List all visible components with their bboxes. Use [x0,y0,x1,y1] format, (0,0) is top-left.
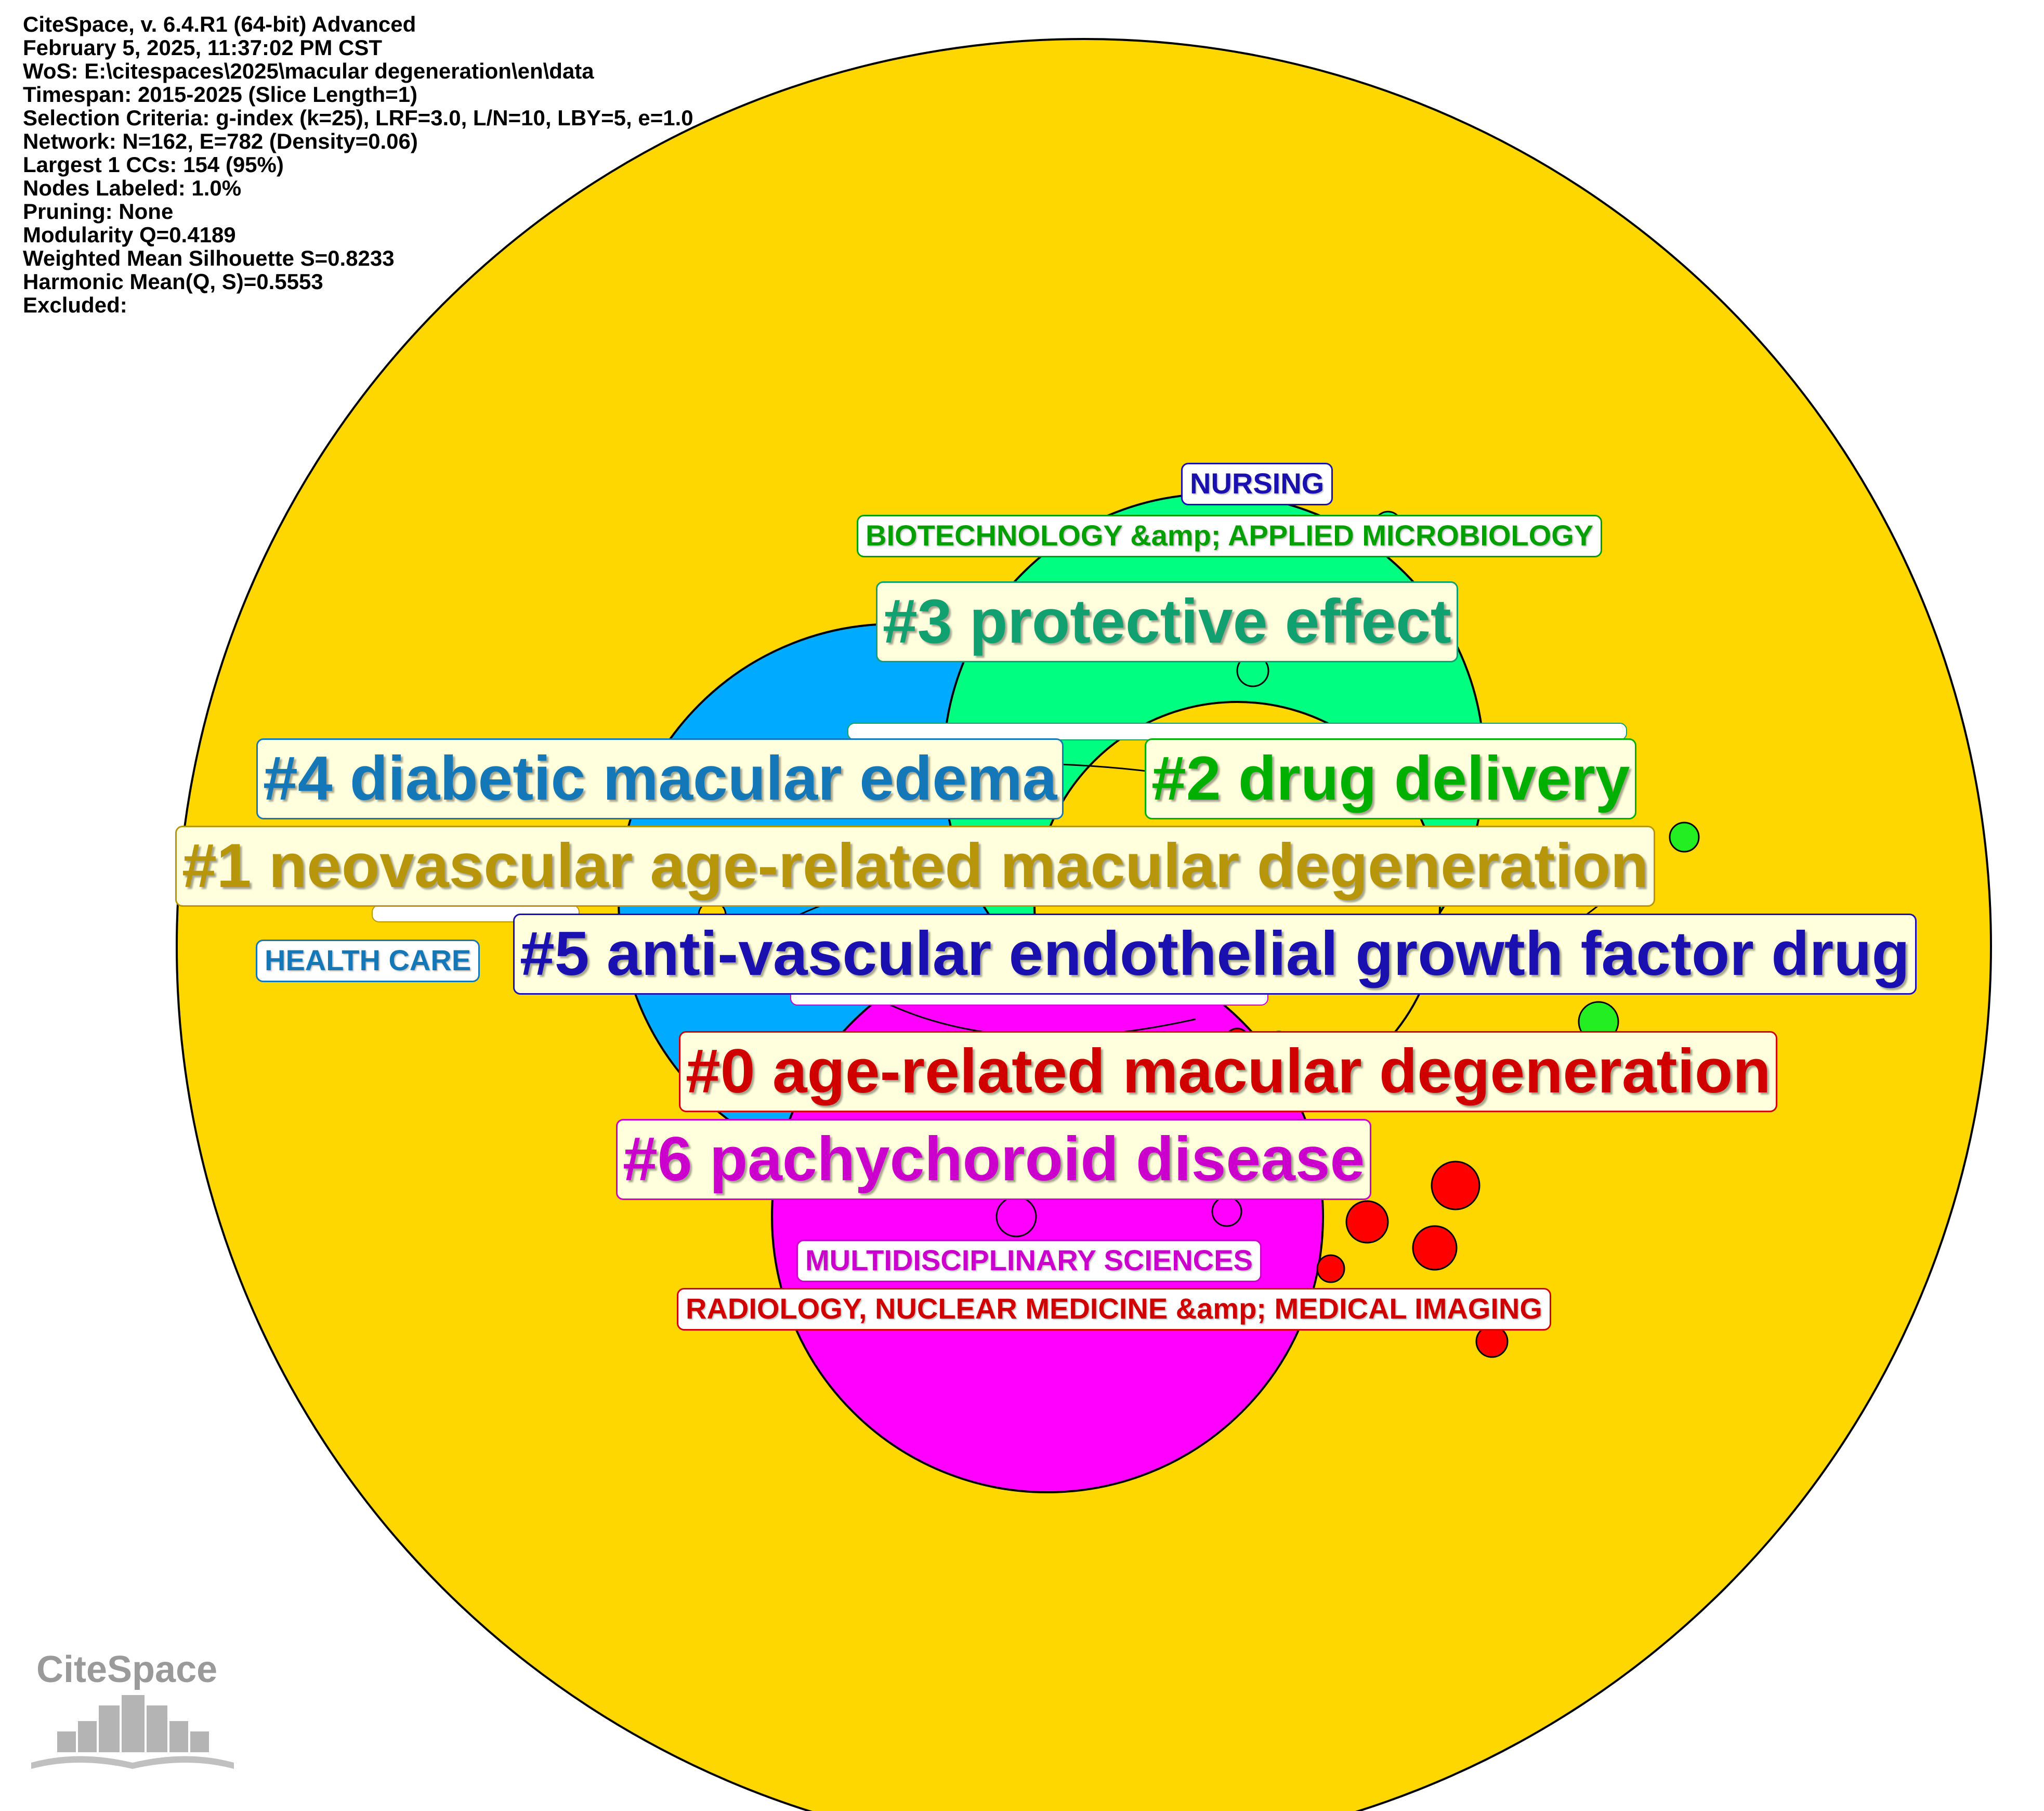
summary-line: Nodes Labeled: 1.0% [23,176,242,200]
network-summary: CiteSpace, v. 6.4.R1 (64-bit) Advanced F… [23,12,693,317]
cluster-label-3[interactable]: #3 protective effect [876,581,1458,662]
summary-line: Modularity Q=0.4189 [23,223,236,247]
summary-line: Network: N=162, E=782 (Density=0.06) [23,129,418,153]
cluster-label-2[interactable]: #2 drug delivery [1145,738,1637,819]
category-label-health-care[interactable]: HEALTH CARE [256,940,480,982]
category-label-radiology[interactable]: RADIOLOGY, NUCLEAR MEDICINE &amp; MEDICA… [677,1288,1551,1331]
red-node[interactable] [1431,1161,1480,1210]
category-label-biotechnology[interactable]: BIOTECHNOLOGY &amp; APPLIED MICROBIOLOGY [857,515,1603,557]
summary-line: WoS: E:\citespaces\2025\macular degenera… [23,59,594,83]
magenta-node[interactable] [995,1196,1037,1237]
cluster-label-0[interactable]: #0 age-related macular degeneration [679,1031,1778,1112]
red-node[interactable] [1316,1254,1345,1283]
summary-line: Harmonic Mean(Q, S)=0.5553 [23,269,323,294]
logo-text: CiteSpace [36,1649,217,1690]
summary-line: Selection Criteria: g-index (k=25), LRF=… [23,106,693,130]
citespace-logo: CiteSpace [31,1649,234,1769]
summary-line: Timespan: 2015-2025 (Slice Length=1) [23,82,418,107]
red-node[interactable] [1475,1325,1509,1358]
summary-line: Pruning: None [23,199,174,224]
category-label-multidisciplinary[interactable]: MULTIDISCIPLINARY SCIENCES [796,1240,1262,1282]
summary-line: February 5, 2025, 11:37:02 PM CST [23,35,383,60]
summary-line: Weighted Mean Silhouette S=0.8233 [23,246,395,270]
summary-line: Largest 1 CCs: 154 (95%) [23,152,284,177]
cluster-label-6[interactable]: #6 pachychoroid disease [616,1119,1372,1200]
green-node[interactable] [1669,822,1700,853]
cluster-label-5[interactable]: #5 anti-vascular endothelial growth fact… [513,914,1917,995]
category-label-nursing[interactable]: NURSING [1181,463,1333,505]
cluster-label-4[interactable]: #4 diabetic macular edema [256,738,1064,819]
summary-line: Excluded: [23,293,127,317]
hidden-label-fragment [847,723,1627,740]
red-node[interactable] [1345,1200,1389,1244]
cluster-label-1[interactable]: #1 neovascular age-related macular degen… [175,826,1656,907]
magenta-node[interactable] [1211,1196,1242,1227]
summary-line: CiteSpace, v. 6.4.R1 (64-bit) Advanced [23,12,416,36]
red-node[interactable] [1412,1225,1458,1271]
